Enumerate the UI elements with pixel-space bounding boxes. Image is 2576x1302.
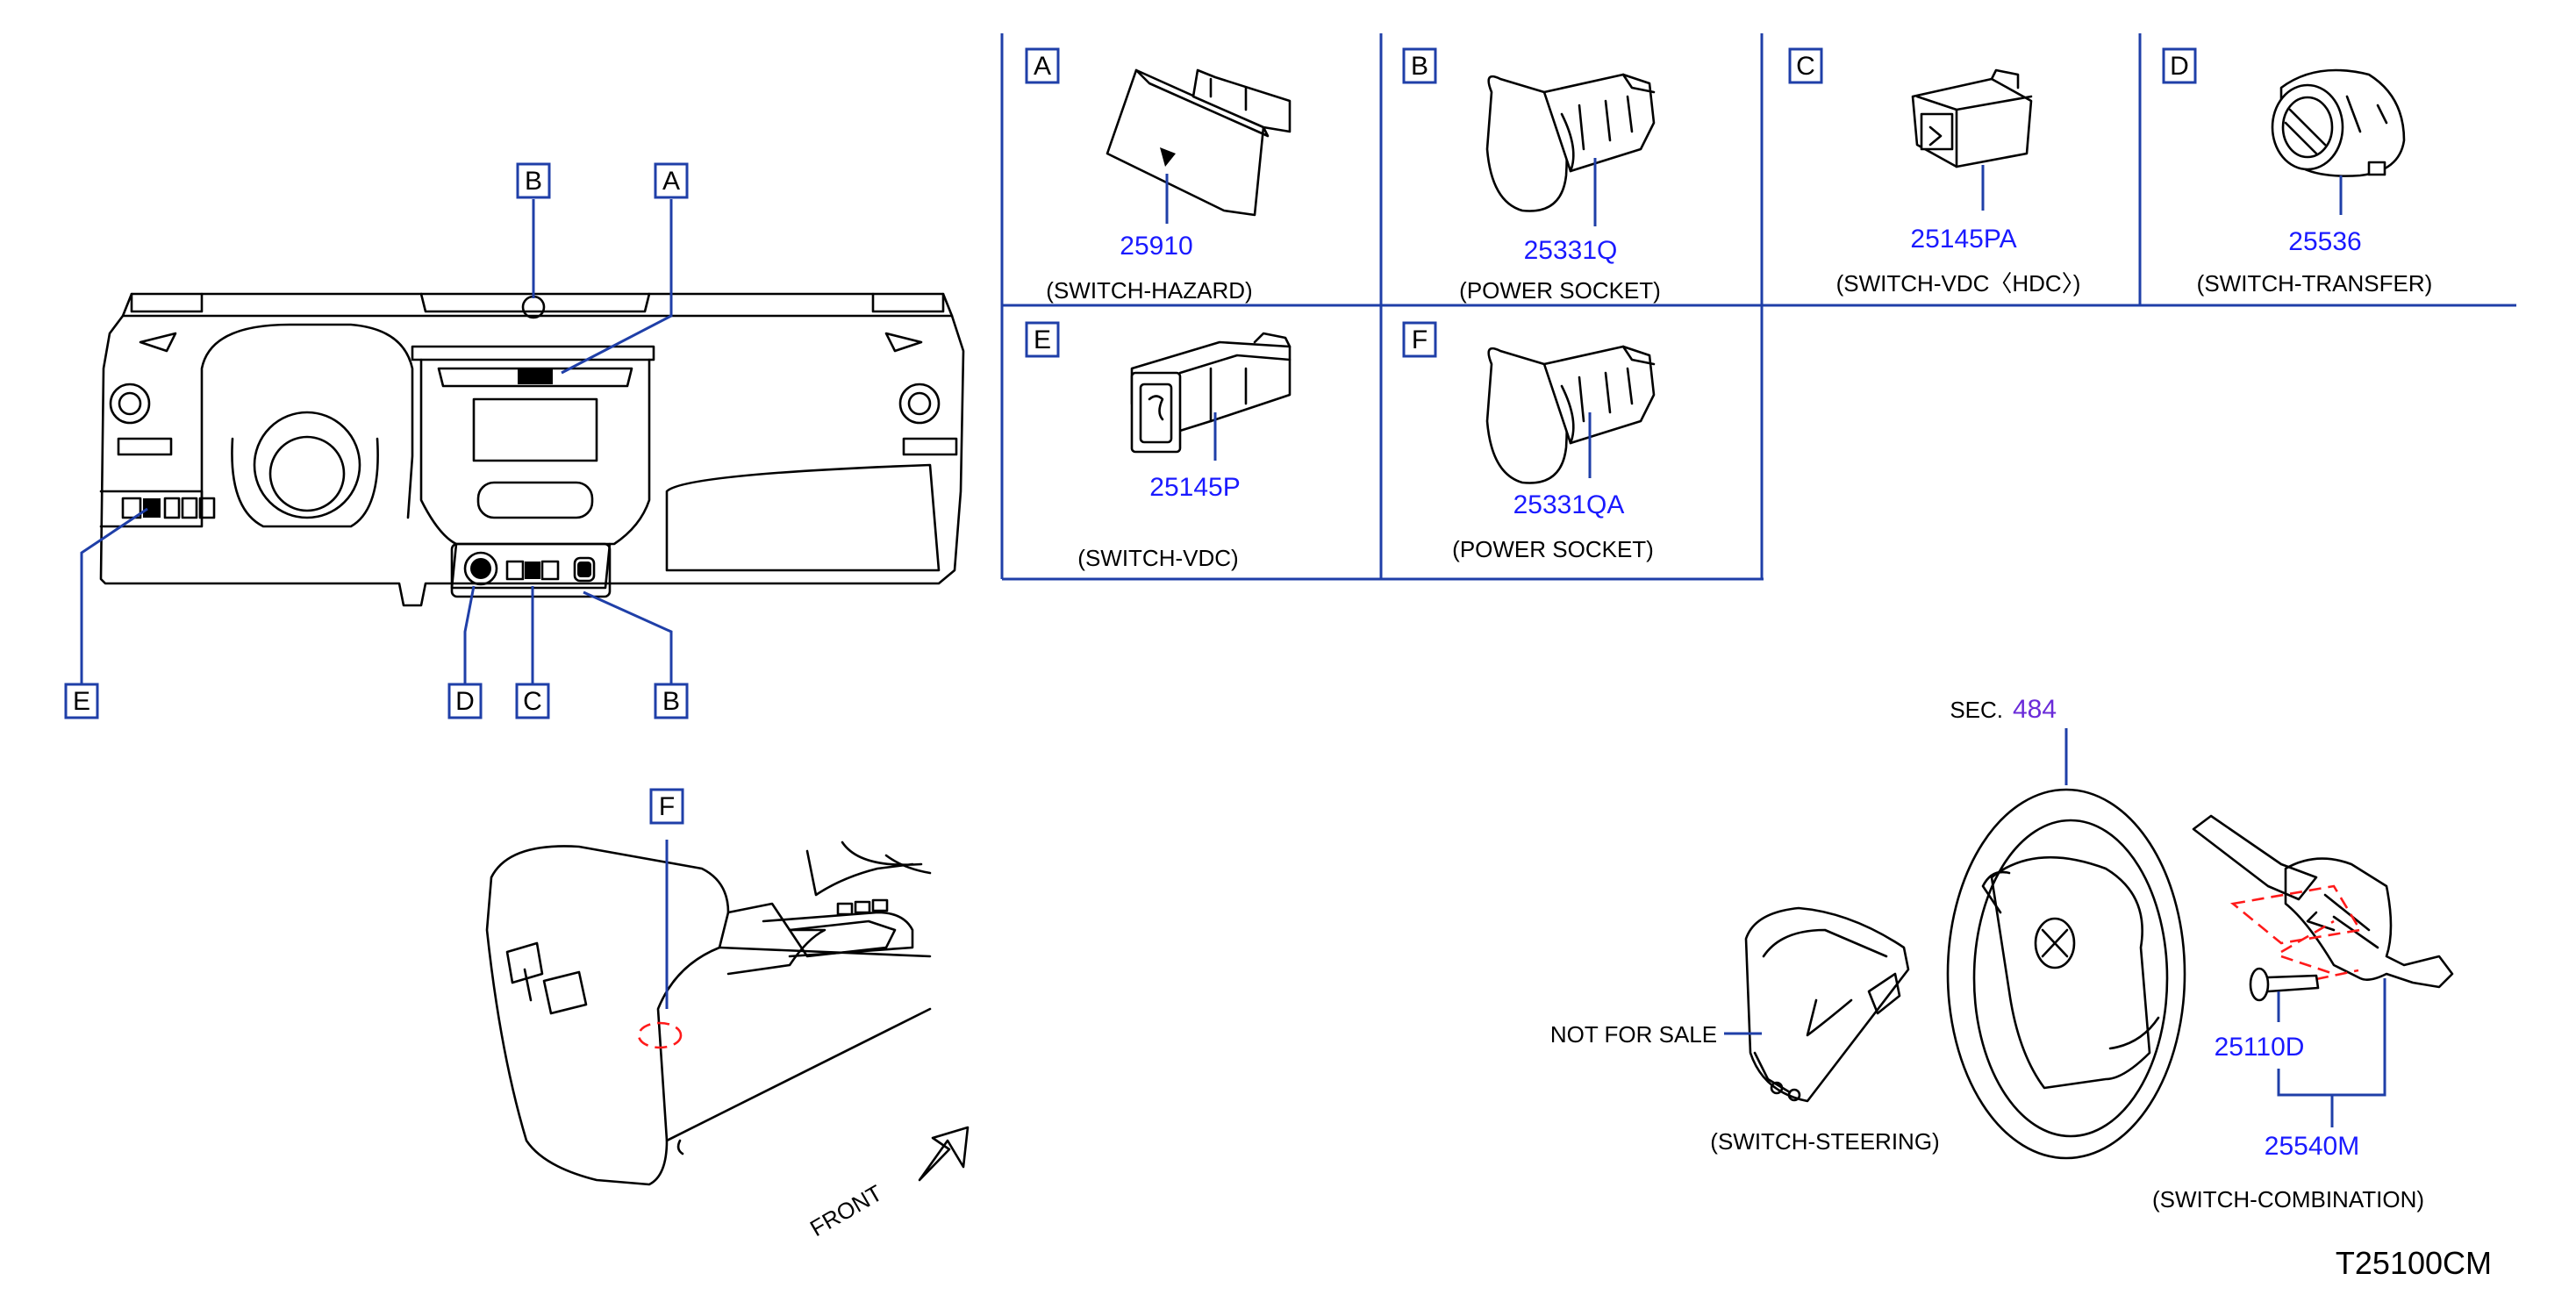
- callout-left-e: E: [64, 683, 99, 719]
- drawing-id: T25100CM: [2336, 1245, 2492, 1281]
- steering-switch-drawing: [1744, 906, 1910, 1103]
- svg-text:25540M: 25540M: [2265, 1132, 2359, 1161]
- vdc-hdc-switch-drawing: [1911, 68, 2033, 168]
- callout-tunnel-f: F: [649, 788, 684, 825]
- svg-text:25910: 25910: [1120, 232, 1192, 261]
- svg-text:25145PA: 25145PA: [1910, 225, 2016, 254]
- svg-text:NOT FOR SALE: NOT FOR SALE: [1550, 1021, 1717, 1048]
- svg-text:FRONT: FRONT: [805, 1179, 887, 1241]
- svg-text:25110D: 25110D: [2215, 1033, 2305, 1062]
- screw-drawing: [2249, 967, 2320, 1002]
- svg-text:B: B: [525, 167, 542, 196]
- transfer-switch-drawing: [2271, 68, 2406, 177]
- svg-text:(SWITCH-HAZARD): (SWITCH-HAZARD): [1046, 277, 1252, 304]
- callout-dash-a: A: [654, 162, 689, 199]
- power-socket-drawing-f: [1485, 345, 1656, 484]
- svg-text:B: B: [662, 687, 680, 716]
- svg-text:(SWITCH-TRANSFER): (SWITCH-TRANSFER): [2197, 270, 2433, 297]
- front-direction-indicator: FRONT: [805, 1126, 970, 1241]
- svg-text:E: E: [73, 687, 90, 716]
- vdc-switch-drawing: [1130, 332, 1292, 454]
- part-grid-frame: [1000, 33, 2516, 581]
- steering-assembly: SEC. 484 NOT FOR SALE (SWITCH-STEERING): [1550, 695, 2454, 1213]
- cell-d: D 25536 (SWITCH-TRANSFER): [2162, 47, 2433, 297]
- svg-text:F: F: [659, 792, 675, 821]
- svg-text:(POWER SOCKET): (POWER SOCKET): [1459, 277, 1661, 304]
- svg-text:F: F: [1412, 326, 1428, 354]
- svg-text:D: D: [2170, 52, 2189, 81]
- cell-c: C 25145PA (SWITCH-VDC〈HDC〉): [1788, 47, 2081, 297]
- svg-text:C: C: [523, 687, 542, 716]
- cell-f: F 25331QA (POWER SOCKET): [1402, 321, 1656, 562]
- center-console-drawing: [485, 841, 932, 1186]
- steering-wheel-drawing: [1946, 788, 2186, 1160]
- svg-text:E: E: [1034, 326, 1051, 354]
- dashboard-callout-leaders: [80, 199, 673, 684]
- svg-text:25331Q: 25331Q: [1524, 236, 1618, 265]
- svg-text:484: 484: [2013, 695, 2057, 724]
- cell-b: B 25331Q (POWER SOCKET): [1402, 47, 1661, 304]
- cell-a: A 25910 (SWITCH-HAZARD): [1025, 47, 1292, 304]
- svg-text:25536: 25536: [2288, 227, 2361, 256]
- svg-text:C: C: [1796, 52, 1815, 81]
- callout-dash-b: B: [516, 162, 551, 199]
- svg-text:(SWITCH-VDC〈HDC〉): (SWITCH-VDC〈HDC〉): [1836, 270, 2081, 297]
- svg-text:(SWITCH-VDC): (SWITCH-VDC): [1077, 545, 1238, 571]
- callout-console-d: D: [447, 683, 483, 719]
- dashboard-drawing: [99, 292, 965, 607]
- svg-text:25145P: 25145P: [1149, 473, 1240, 502]
- svg-text:SEC.: SEC.: [1950, 697, 2003, 723]
- callout-console-b: B: [654, 683, 689, 719]
- svg-text:25331QA: 25331QA: [1513, 490, 1625, 519]
- callout-console-c: C: [515, 683, 550, 719]
- hazard-switch-drawing: [1106, 68, 1292, 217]
- combination-switch-drawing: [2192, 814, 2454, 989]
- svg-text:A: A: [662, 167, 680, 196]
- svg-text:(SWITCH-COMBINATION): (SWITCH-COMBINATION): [2152, 1186, 2424, 1213]
- svg-text:D: D: [455, 687, 475, 716]
- svg-text:B: B: [1411, 52, 1428, 81]
- svg-text:(POWER SOCKET): (POWER SOCKET): [1452, 536, 1654, 562]
- svg-text:(SWITCH-STEERING): (SWITCH-STEERING): [1710, 1128, 1939, 1155]
- cell-e: E 25145P (SWITCH-VDC): [1025, 321, 1292, 571]
- svg-text:A: A: [1034, 52, 1051, 81]
- power-socket-drawing: [1485, 73, 1656, 212]
